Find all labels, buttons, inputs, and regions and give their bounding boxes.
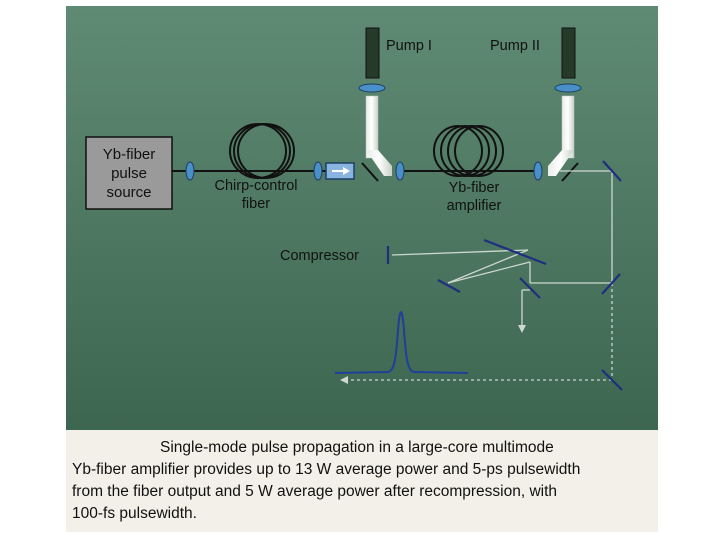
caption-line2: Yb-fiber amplifier provides up to 13 W a… <box>72 461 580 478</box>
compressor-gratings <box>386 238 547 266</box>
caption-panel <box>66 430 658 532</box>
lens-icon <box>185 161 195 181</box>
output-pulse-shape <box>334 310 469 374</box>
lens-icon <box>533 161 543 181</box>
mirror-icon <box>437 160 623 391</box>
amplifier-label-line1: Yb-fiber <box>449 180 500 196</box>
caption-line1: Single-mode pulse propagation in a large… <box>160 439 554 456</box>
pump-2 <box>548 27 582 182</box>
lens-icon <box>358 83 386 93</box>
pulse-source-box: Yb-fiber pulse source <box>85 136 173 210</box>
lens-icon <box>554 83 582 93</box>
yb-fiber-amplifier-coil <box>433 125 504 177</box>
diagram-panel <box>66 6 658 430</box>
lens-icon <box>395 161 405 181</box>
source-label-line3: source <box>106 184 151 201</box>
beam-arrow-down-icon <box>518 325 526 333</box>
source-label-line1: Yb-fiber <box>103 146 156 163</box>
amplifier-label-line2: amplifier <box>447 198 502 214</box>
isolator-icon <box>325 162 355 180</box>
pump-1-label: Pump I <box>386 38 432 54</box>
chirp-control-fiber-coil <box>229 123 295 179</box>
chirp-label-line1: Chirp-control <box>215 178 298 194</box>
source-label-line2: pulse <box>111 165 147 182</box>
beam-arrow-left-icon <box>340 376 348 384</box>
pump-1 <box>358 27 392 182</box>
beam-path <box>350 170 613 381</box>
compressor-label: Compressor <box>280 248 359 264</box>
caption-line4: 100-fs pulsewidth. <box>72 505 197 522</box>
lens-icon <box>313 161 323 181</box>
caption-line3: from the fiber output and 5 W average po… <box>72 483 557 500</box>
pump-2-label: Pump II <box>490 38 540 54</box>
chirp-label-line2: fiber <box>242 196 270 212</box>
